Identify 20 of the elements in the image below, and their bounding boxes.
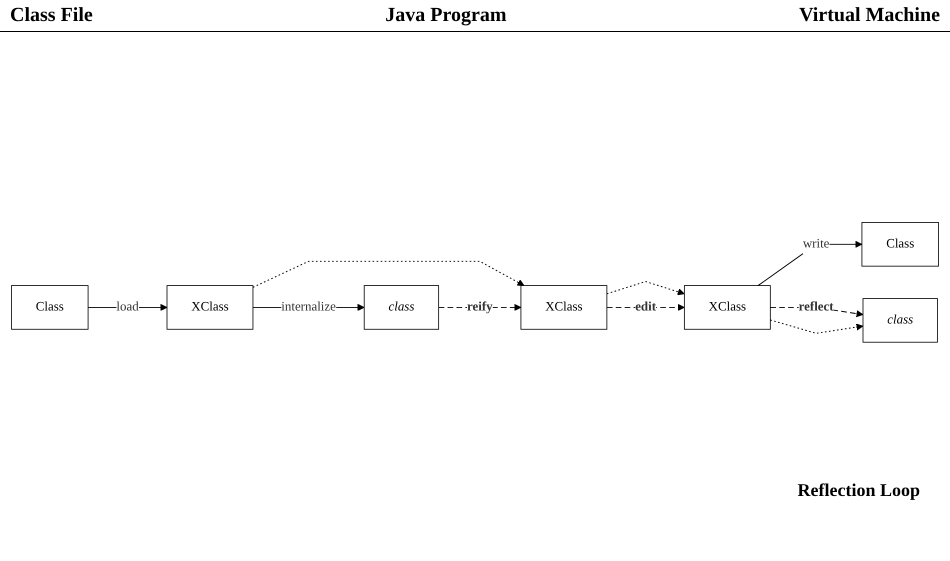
- arrow: [606, 280, 685, 295]
- column-heading: Java Program: [385, 4, 507, 27]
- node-box: XClass: [520, 284, 608, 330]
- node-box: class: [862, 298, 938, 342]
- node-box: Class: [11, 284, 88, 330]
- loop-label: Reflection Loop: [798, 480, 920, 500]
- node-box: class: [364, 284, 440, 330]
- column-heading: Virtual Machine: [799, 4, 940, 27]
- column-heading: Class File: [10, 4, 93, 27]
- edge-label: load: [116, 300, 139, 314]
- node-box: XClass: [166, 284, 254, 330]
- edge-label: reflect: [798, 300, 834, 314]
- edge-label: write: [802, 236, 830, 250]
- edge-label: reify: [466, 300, 493, 314]
- edge-label: edit: [635, 300, 656, 314]
- node-box: Class: [862, 222, 939, 266]
- arrow: [770, 319, 864, 334]
- edge-label: internalize: [281, 300, 336, 314]
- node-box: XClass: [684, 284, 771, 330]
- arrow: [252, 260, 524, 288]
